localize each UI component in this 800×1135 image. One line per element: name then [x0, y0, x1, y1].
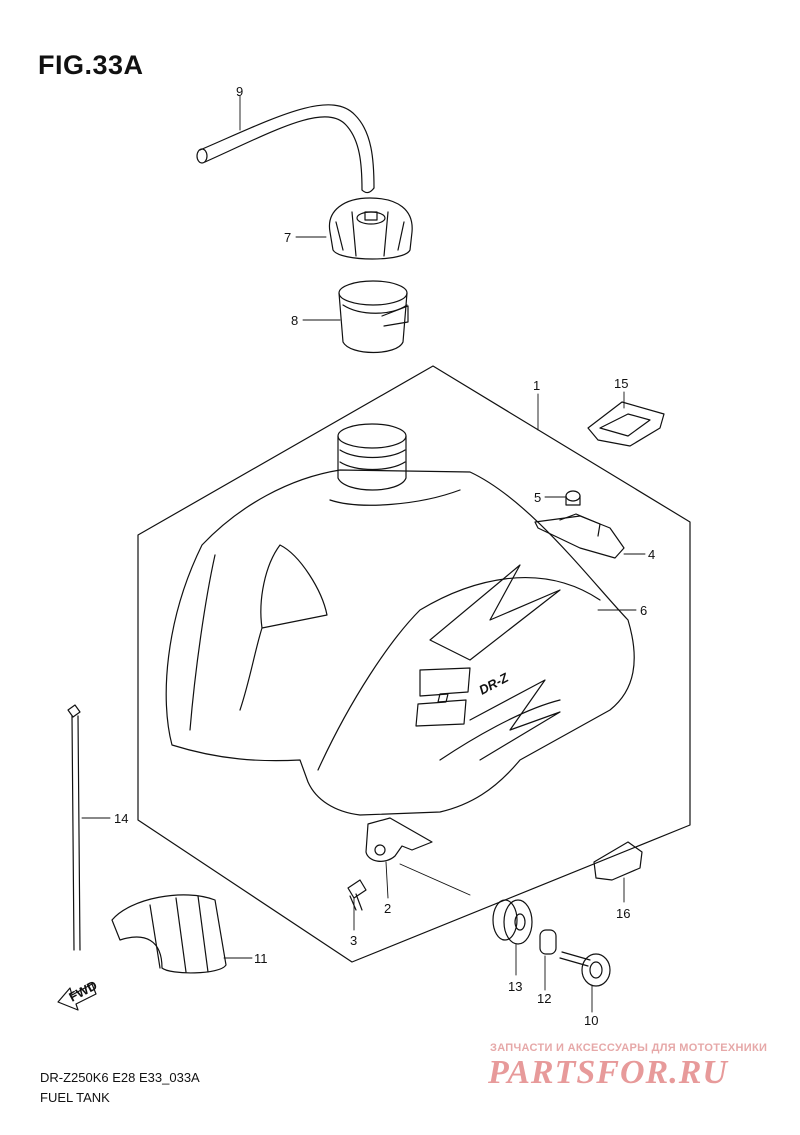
bolt-10 — [559, 951, 611, 987]
part-name: FUEL TANK — [40, 1090, 110, 1105]
figure-title: FIG.33A — [38, 50, 144, 80]
cable-tie — [67, 704, 81, 951]
bracket-2 — [365, 817, 433, 862]
callout-11: 11 — [254, 951, 268, 966]
cap-adaptor — [338, 280, 409, 353]
callout-9: 9 — [236, 84, 243, 99]
watermark-logo: PARTSFOR.RU — [488, 1054, 728, 1091]
callout-5: 5 — [534, 490, 541, 505]
watermark-tagline: ЗАПЧАСТИ И АКСЕССУАРЫ ДЛЯ МОТОТЕХНИКИ — [490, 1042, 768, 1054]
callout-16: 16 — [616, 906, 630, 921]
model-code: DR-Z250K6 E28 E33_033A — [40, 1070, 200, 1085]
grommet-13 — [492, 899, 533, 945]
callout-7: 7 — [284, 230, 291, 245]
callout-4: 4 — [648, 547, 655, 562]
breather-hose — [196, 104, 375, 194]
fwd-arrow — [57, 983, 97, 1011]
decal-text: DR-Z — [476, 669, 511, 697]
callout-3: 3 — [350, 933, 357, 948]
callout-2: 2 — [384, 901, 391, 916]
callout-8: 8 — [291, 313, 298, 328]
collar-12 — [539, 929, 557, 955]
callout-12: 12 — [537, 991, 551, 1006]
callout-numbers: 9 7 8 1 15 5 4 6 14 2 3 11 13 12 10 16 F… — [66, 84, 655, 1028]
cushion-11 — [111, 894, 227, 974]
callout-15: 15 — [614, 376, 628, 391]
leader-lines — [81, 95, 646, 1013]
clip-15 — [587, 401, 665, 447]
callout-1: 1 — [533, 378, 540, 393]
fuel-tank — [165, 423, 635, 816]
clip-16 — [593, 841, 643, 881]
bolt-5 — [565, 490, 581, 506]
bolt-3 — [347, 879, 367, 911]
assembly-outline — [137, 365, 691, 963]
callout-10: 10 — [584, 1013, 598, 1028]
callout-14: 14 — [114, 811, 128, 826]
bracket-4 — [534, 513, 625, 559]
fuel-cap — [328, 197, 413, 260]
callout-6: 6 — [640, 603, 647, 618]
callout-13: 13 — [508, 979, 522, 994]
